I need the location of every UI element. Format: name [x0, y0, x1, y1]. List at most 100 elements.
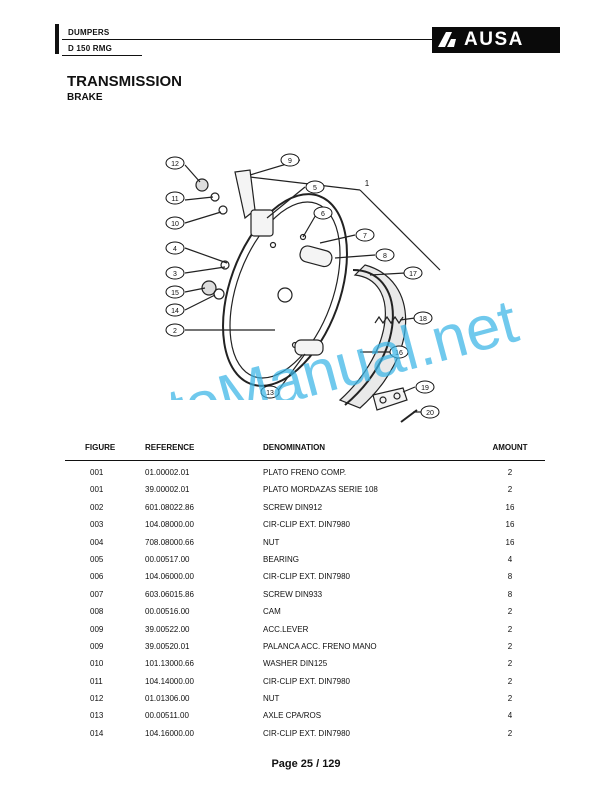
cell-denomination: BEARING — [263, 554, 300, 564]
cell-denomination: SCREW DIN912 — [263, 502, 323, 512]
cell-denomination: CIR-CLIP EXT. DIN7980 — [263, 728, 350, 738]
cell-figure: 005 — [90, 554, 104, 564]
svg-text:11: 11 — [171, 196, 178, 203]
cell-denomination: AXLE CPA/ROS — [263, 711, 322, 721]
callout-15: 15 — [165, 285, 185, 299]
svg-text:7: 7 — [363, 233, 367, 240]
svg-text:5: 5 — [313, 185, 317, 192]
cell-denomination: NUT — [263, 694, 280, 704]
cell-reference: 104.14000.00 — [145, 676, 194, 686]
cell-figure: 013 — [90, 711, 104, 721]
cell-figure: 010 — [90, 659, 104, 669]
callout-10: 10 — [165, 216, 185, 230]
callout-19: 19 — [415, 380, 435, 394]
cell-reference: 00.00516.00 — [145, 607, 190, 617]
brake-exploded-diagram: 12 9 11 5 10 6 7 8 4 3 17 15 14 18 2 16 … — [165, 153, 441, 423]
logo-wordmark: AUSA — [464, 29, 524, 50]
callout-6: 6 — [313, 206, 333, 220]
svg-text:8: 8 — [383, 253, 387, 260]
cell-denomination: PLATO FRENO COMP. — [263, 468, 347, 477]
cell-reference: 101.13000.66 — [145, 659, 194, 669]
parts-table: FIGURE REFERENCE DENOMINATION AMOUNT 001… — [65, 440, 545, 738]
cell-reference: 01.00002.01 — [145, 468, 190, 477]
callout-9: 9 — [280, 153, 300, 167]
cell-figure: 001 — [90, 485, 104, 495]
table-row: 013 00.00511.00 AXLE CPA/ROS 4 — [65, 707, 545, 724]
svg-text:12: 12 — [171, 161, 179, 168]
callout-3: 3 — [165, 266, 185, 280]
cell-amount: 4 — [507, 711, 513, 721]
callout-12: 12 — [165, 156, 185, 170]
cell-reference: 603.06015.86 — [145, 589, 194, 599]
svg-text:17: 17 — [409, 271, 417, 278]
cell-amount: 2 — [507, 659, 513, 669]
cell-figure: 004 — [90, 537, 104, 547]
cell-reference: 104.06000.00 — [145, 572, 194, 582]
cell-reference: 01.01306.00 — [145, 694, 190, 704]
callout-2: 2 — [165, 323, 185, 337]
cell-figure: 009 — [90, 641, 104, 651]
callout-13: 13 — [260, 385, 280, 399]
cell-figure: 014 — [90, 728, 104, 738]
cell-figure: 009 — [90, 624, 104, 634]
cell-figure: 003 — [90, 520, 104, 530]
cell-figure: 008 — [90, 607, 104, 617]
svg-text:14: 14 — [171, 308, 179, 315]
svg-text:2: 2 — [173, 328, 177, 335]
cell-reference: 39.00520.01 — [145, 641, 190, 651]
header-rule — [65, 460, 545, 461]
svg-text:3: 3 — [173, 271, 177, 278]
col-figure: FIGURE — [85, 443, 116, 452]
cell-figure: 011 — [90, 676, 103, 686]
cell-reference: 00.00511.00 — [145, 711, 189, 721]
ausa-logo-mark-icon — [438, 32, 456, 47]
cell-amount: 8 — [507, 572, 513, 582]
callout-5: 5 — [305, 180, 325, 194]
header-brand: DUMPERS — [68, 28, 110, 37]
cell-reference: 601.08022.86 — [145, 502, 194, 512]
cell-amount: 2 — [507, 676, 513, 686]
cell-amount: 8 — [507, 589, 513, 599]
cell-amount: 16 — [505, 502, 515, 512]
svg-text:10: 10 — [171, 221, 179, 228]
callout-17: 17 — [403, 266, 423, 280]
col-reference: REFERENCE — [145, 443, 195, 452]
table-row: 009 39.00522.00 ACC.LEVER 2 — [65, 621, 545, 638]
header-divider — [62, 39, 482, 40]
svg-text:18: 18 — [419, 316, 427, 323]
callout-18: 18 — [413, 311, 433, 325]
cell-reference: 104.08000.00 — [145, 520, 194, 530]
cell-amount: 2 — [507, 694, 513, 704]
cell-amount: 2 — [507, 468, 513, 477]
cell-amount: 2 — [507, 485, 513, 495]
svg-text:9: 9 — [288, 158, 292, 165]
callout-20: 20 — [420, 405, 440, 419]
section-title: TRANSMISSION — [67, 73, 183, 90]
header-bar — [55, 24, 59, 54]
cell-amount: 4 — [507, 554, 513, 564]
svg-text:16: 16 — [395, 350, 403, 357]
cell-reference: 39.00522.00 — [145, 624, 190, 634]
table-row: 006 104.06000.00 CIR-CLIP EXT. DIN7980 8 — [65, 568, 545, 585]
cell-denomination: NUT — [263, 537, 280, 547]
cell-amount: 2 — [507, 641, 513, 651]
page-header: DUMPERS D 150 RMG AUSA — [55, 22, 560, 56]
svg-text:13: 13 — [266, 390, 274, 397]
col-amount: AMOUNT — [492, 443, 528, 452]
cell-amount: 2 — [507, 607, 513, 617]
cell-figure: 006 — [90, 572, 104, 582]
cell-amount: 2 — [507, 624, 513, 634]
ausa-logo: AUSA — [432, 27, 560, 53]
cell-denomination: SCREW DIN933 — [263, 589, 323, 599]
cell-denomination: CIR-CLIP EXT. DIN7980 — [263, 572, 350, 582]
section-subtitle: BRAKE — [67, 92, 103, 103]
cell-denomination: ACC.LEVER — [263, 624, 309, 634]
